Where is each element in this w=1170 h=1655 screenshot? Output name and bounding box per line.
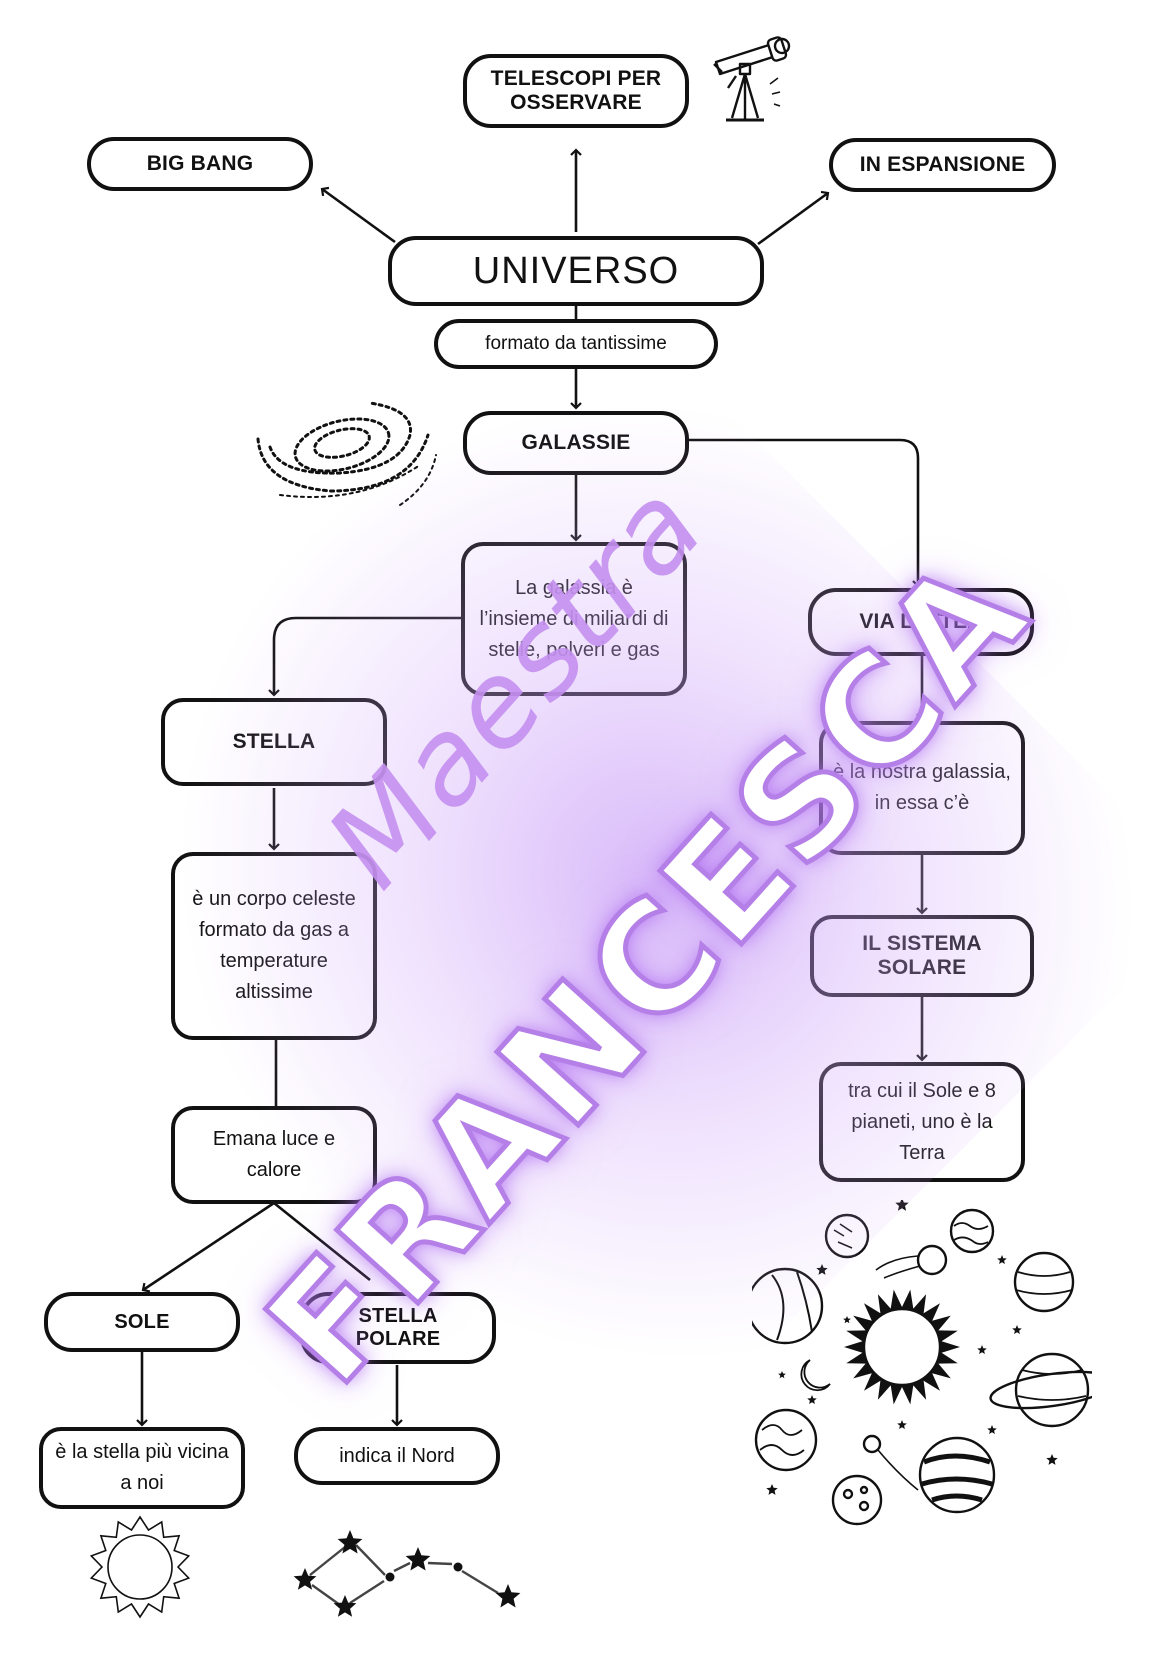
arrow-to-espansione (757, 190, 830, 246)
space-star (778, 1371, 786, 1379)
space-star (843, 1316, 851, 1324)
link-formato: formato da tantissime (434, 319, 718, 369)
space-star (977, 1345, 987, 1354)
node-sistema-desc: tra cui il Sole e 8 pianeti, uno è la Te… (819, 1062, 1025, 1182)
arrow-to-via-lattea (688, 438, 924, 588)
constellation-star (333, 1595, 357, 1617)
constellation-star (495, 1584, 521, 1608)
space-star (895, 1200, 909, 1211)
node-via-lattea: VIA LATTEA (808, 588, 1034, 656)
space-star (1012, 1325, 1022, 1334)
node-galassie: GALASSIE (463, 411, 689, 475)
space-star (997, 1255, 1007, 1264)
space-star (766, 1484, 778, 1495)
constellation-icon (293, 1530, 521, 1617)
node-telescopi: TELESCOPI PER OSSERVARE (463, 54, 689, 128)
galaxy-icon (256, 401, 437, 506)
node-espansione: IN ESPANSIONE (829, 138, 1056, 192)
node-sistema-solare: IL SISTEMA SOLARE (810, 915, 1034, 997)
sun-icon (89, 1515, 191, 1619)
space-star (816, 1264, 828, 1275)
space-star (897, 1420, 907, 1429)
arrow-to-stella (268, 616, 462, 697)
node-big-bang: BIG BANG (87, 137, 313, 191)
arrow-to-sole (141, 1201, 275, 1293)
node-stella: STELLA (161, 698, 387, 786)
node-via-lattea-desc: è la nostra galassia, in essa c’è (819, 721, 1025, 855)
space-star (1046, 1454, 1058, 1465)
space-star (987, 1425, 997, 1434)
node-universo: UNIVERSO (388, 236, 764, 306)
node-sole: SOLE (44, 1292, 240, 1352)
telescope-icon (713, 36, 791, 122)
constellation-stars (385, 1562, 463, 1582)
constellation-star (293, 1568, 317, 1590)
node-galassia-definition: La galassia è l’insieme di miliardi di s… (461, 542, 687, 696)
solar-system-icon (752, 1200, 1092, 1526)
node-sole-desc: è la stella più vicina a noi (39, 1427, 245, 1509)
line-to-polare (273, 1201, 371, 1282)
node-emana: Emana luce e calore (171, 1106, 377, 1204)
constellation-star (405, 1547, 431, 1571)
space-star (807, 1395, 817, 1404)
constellation-star (337, 1530, 363, 1554)
node-polare-desc: indica il Nord (294, 1427, 500, 1485)
arrow-to-big-bang (320, 186, 396, 244)
node-stella-definition: è un corpo celeste formato da gas a temp… (171, 852, 377, 1040)
node-stella-polare: STELLA POLARE (300, 1292, 496, 1364)
